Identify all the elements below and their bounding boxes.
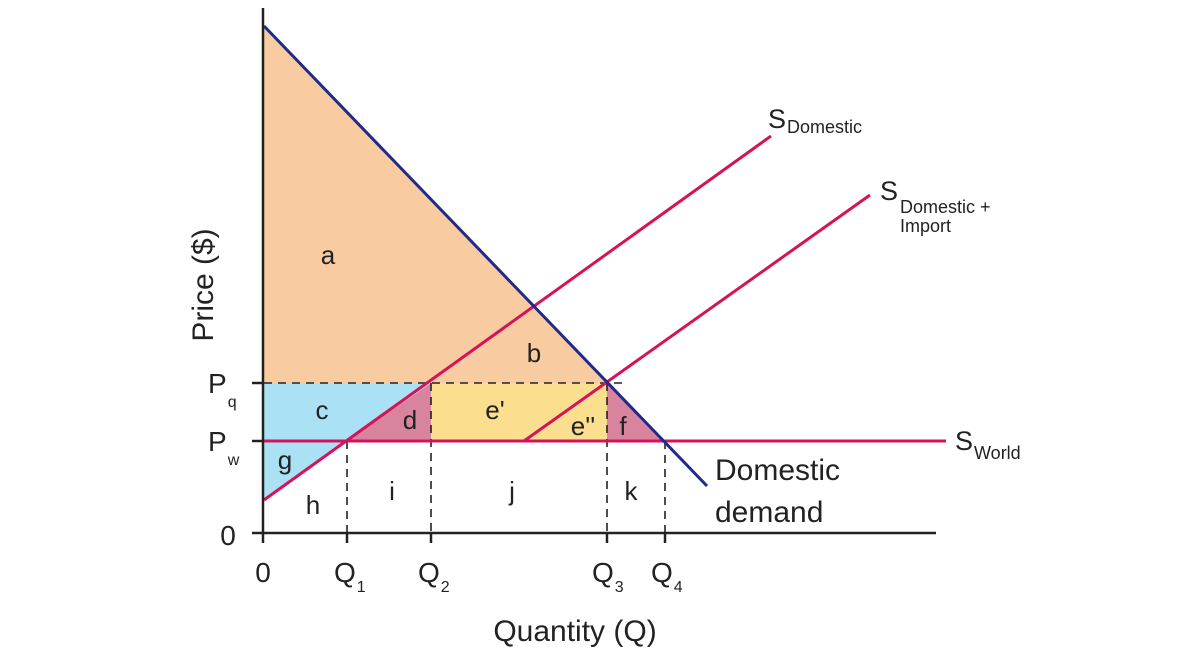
x-axis-label: Quantity (Q)	[493, 615, 656, 648]
domestic-import-supply-line	[523, 193, 871, 443]
region-g-label: g	[278, 445, 292, 475]
region-e2-label: e''	[571, 411, 595, 441]
region-h-label: h	[306, 490, 320, 520]
demand-label-line1: Domestic	[715, 454, 840, 487]
q1-label: Q1	[334, 557, 366, 596]
demand-label-line2: demand	[715, 496, 823, 529]
svg-text:Import: Import	[900, 216, 951, 236]
y-axis-label: Price ($)	[187, 228, 220, 341]
region-k-label: k	[625, 476, 639, 506]
x-origin-label: 0	[255, 557, 271, 588]
q2-label: Q2	[418, 557, 450, 596]
svg-text:S: S	[880, 176, 898, 206]
region-f-label: f	[619, 411, 627, 441]
region-d-label: d	[403, 405, 417, 435]
region-tariff-revenue-e1	[431, 383, 607, 441]
s-domestic-label: SDomestic	[768, 104, 862, 137]
axes	[252, 8, 936, 543]
q3-label: Q3	[592, 557, 624, 596]
region-producer-surplus-c	[264, 383, 431, 441]
guide-lines	[264, 382, 666, 533]
y-origin-label: 0	[220, 520, 236, 551]
pq-label: Pq	[208, 368, 237, 411]
region-c-label: c	[316, 395, 329, 425]
svg-text:Domestic +: Domestic +	[900, 197, 991, 217]
region-e1-label: e'	[485, 395, 504, 425]
region-j-label: j	[508, 476, 515, 506]
domestic-supply-line	[263, 134, 772, 502]
demand-line	[262, 24, 709, 488]
s-world-label: SWorld	[955, 426, 1021, 463]
q4-label: Q4	[651, 557, 683, 596]
s-domestic-import-label: S Domestic + Import	[880, 176, 991, 236]
region-b-label: b	[527, 338, 541, 368]
region-a-label: a	[321, 240, 336, 270]
region-i-label: i	[389, 476, 395, 506]
pw-label: Pw	[208, 426, 240, 469]
